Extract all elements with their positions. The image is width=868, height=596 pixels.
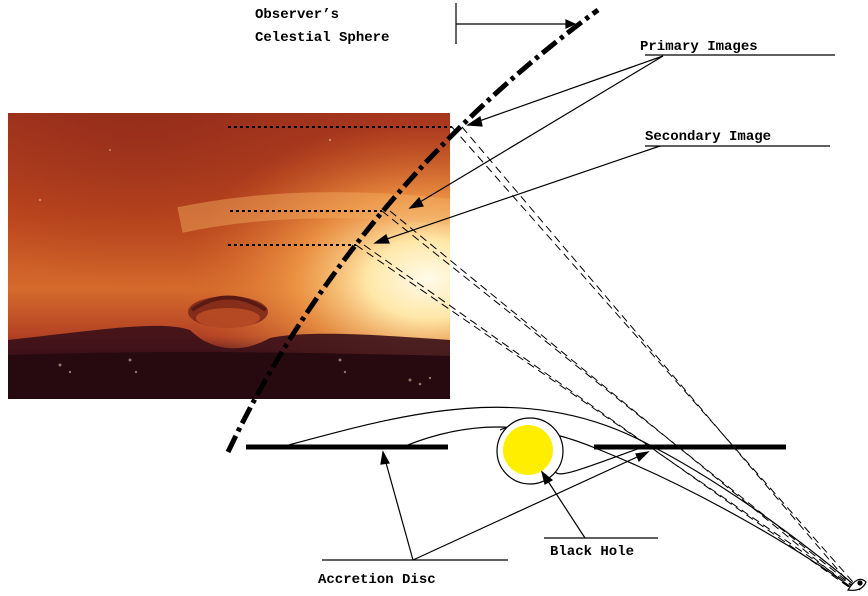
black-hole-label: Black Hole [550, 544, 634, 560]
image-guide-lines [228, 126, 452, 246]
black-hole-disc [503, 425, 553, 475]
celestial-sphere-leader [455, 3, 577, 44]
observer-eye-icon [847, 578, 867, 591]
primary-images-arrows [408, 54, 835, 209]
black-hole [496, 417, 564, 485]
photon-paths [284, 406, 859, 591]
black-hole-arrow [540, 470, 658, 539]
accretion-disc-label: Accretion Disc [318, 572, 436, 588]
celestial-sphere-arc [225, 7, 600, 454]
secondary-image-arrow [373, 145, 830, 244]
celestial-sphere-label-line1: Observer’s [255, 7, 339, 23]
accretion-disc-arrows [322, 450, 650, 561]
celestial-sphere-label-line2: Celestial Sphere [255, 30, 389, 46]
black-hole-render-image [8, 113, 450, 399]
primary-images-label: Primary Images [640, 39, 758, 55]
secondary-image-label: Secondary Image [645, 129, 771, 145]
